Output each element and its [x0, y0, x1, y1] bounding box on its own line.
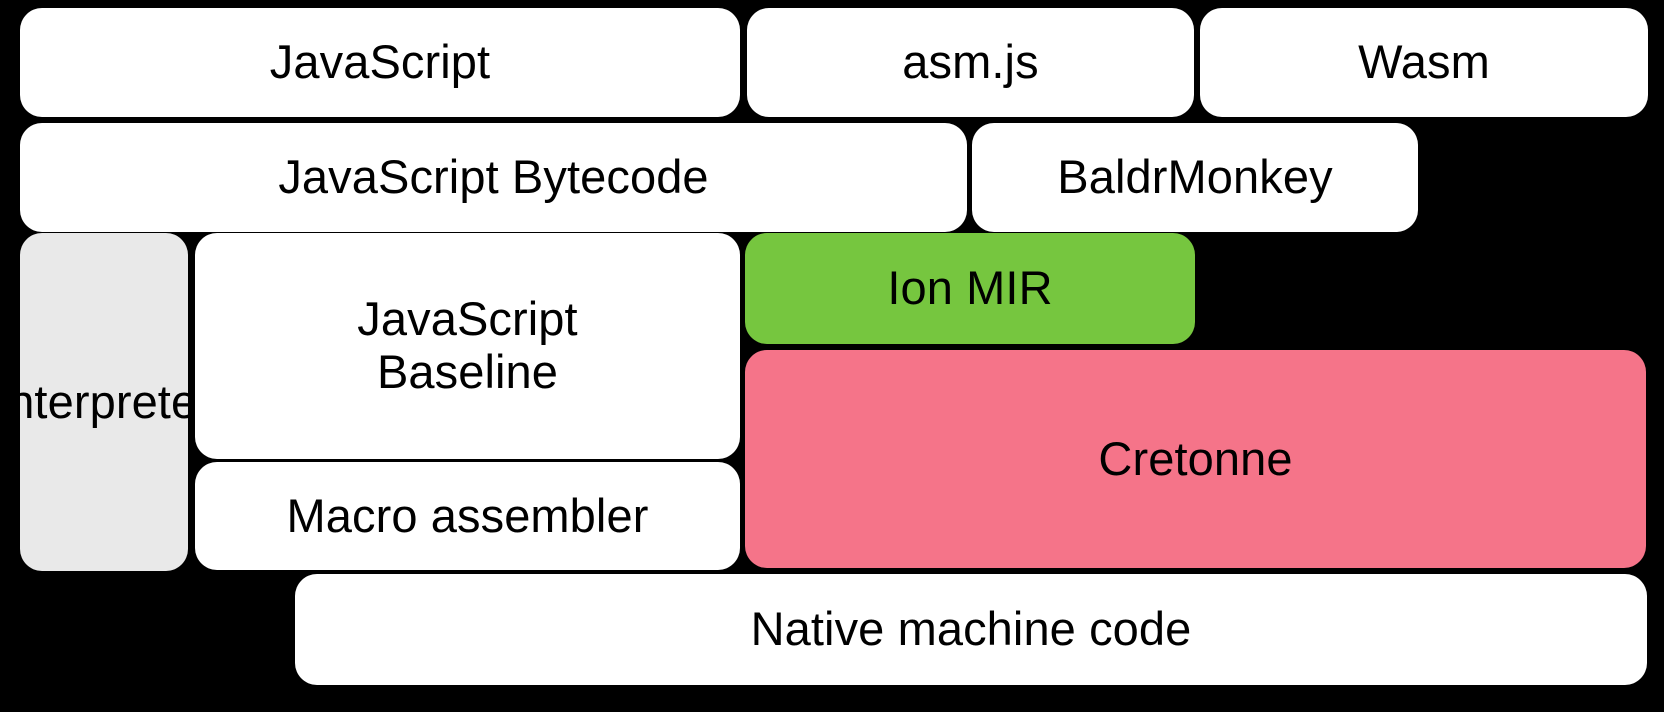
node-cretonne: Cretonne: [745, 350, 1646, 568]
node-baldrmonkey: BaldrMonkey: [972, 123, 1418, 232]
node-javascript-baseline: JavaScript Baseline: [195, 233, 740, 459]
node-interpreter: Interpreter: [0, 233, 213, 571]
node-macro-assembler: Macro assembler: [195, 462, 740, 570]
node-wasm: Wasm: [1200, 8, 1648, 117]
node-ion-mir: Ion MIR: [745, 233, 1195, 344]
node-asmjs: asm.js: [747, 8, 1194, 117]
node-javascript: JavaScript: [20, 8, 740, 117]
node-javascript-bytecode: JavaScript Bytecode: [20, 123, 967, 232]
node-native-machine-code: Native machine code: [295, 574, 1647, 685]
